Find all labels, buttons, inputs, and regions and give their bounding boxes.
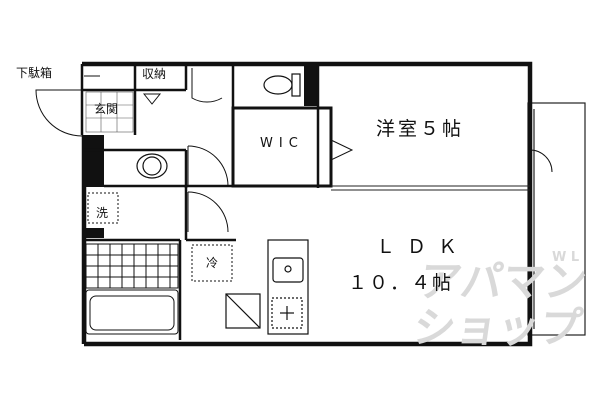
doors [35, 68, 553, 233]
kitchen-counter [267, 239, 309, 335]
wall-blocks [82, 64, 318, 238]
western-room-label: 洋室５帖 [376, 118, 465, 140]
washer-label: 洗 [96, 206, 109, 220]
watermark-line2: ショップ [410, 303, 586, 352]
ldk-label: ＬＤＫ [376, 236, 470, 258]
bathroom [85, 243, 179, 335]
thin-partitions [331, 185, 530, 191]
toilet [263, 73, 301, 97]
walk-in-closet-label: WIC [260, 136, 304, 151]
storage-label: 収納 [142, 67, 167, 81]
entrance-label: 玄関 [94, 102, 119, 116]
ldk-size-label: １０．４帖 [348, 272, 454, 294]
fridge-label: 冷 [206, 256, 219, 270]
getabako-label: 下駄箱 [16, 66, 53, 80]
washing-machine-pan [87, 192, 119, 224]
washbasin [136, 153, 168, 179]
cupboard [225, 293, 261, 329]
watermark-small: W L [552, 250, 580, 265]
entrance-tiles [85, 91, 134, 133]
fridge-space [191, 244, 233, 282]
